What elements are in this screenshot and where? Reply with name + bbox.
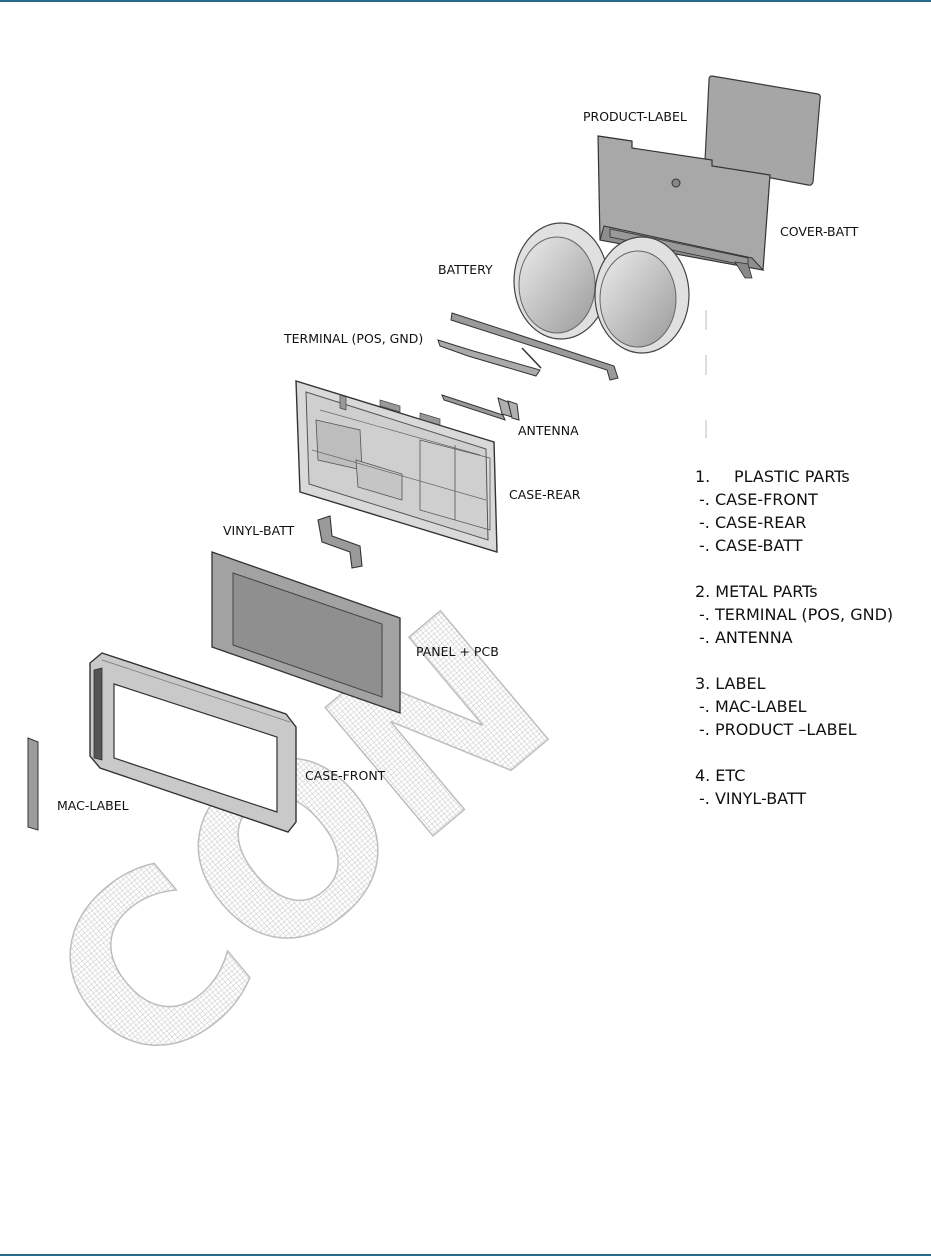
legend-number: 1. <box>695 465 734 488</box>
legend-heading: 1.PLASTIC PARTs <box>695 465 927 488</box>
battery-part <box>514 223 689 353</box>
legend-item: -. CASE-FRONT <box>695 488 927 511</box>
legend-title: ETC <box>715 766 745 785</box>
callout-case-rear: CASE-REAR <box>509 487 581 502</box>
legend-item: -. PRODUCT –LABEL <box>695 718 927 741</box>
mac-label-part <box>28 738 38 830</box>
legend-number: 2. <box>695 580 710 603</box>
legend-number: 4. <box>695 764 710 787</box>
legend-heading: 2. METAL PARTs <box>695 580 927 603</box>
legend-item: -. MAC-LABEL <box>695 695 927 718</box>
callout-vinyl-batt: VINYL-BATT <box>223 523 295 538</box>
legend-heading: 3. LABEL <box>695 672 927 695</box>
legend-item: -. CASE-BATT <box>695 534 927 557</box>
callout-cover-batt: COVER-BATT <box>780 224 859 239</box>
legend-group-plastic: 1.PLASTIC PARTs -. CASE-FRONT -. CASE-RE… <box>695 465 927 557</box>
legend-item: -. CASE-REAR <box>695 511 927 534</box>
legend-title: METAL PARTs <box>715 582 817 601</box>
legend-item: -. VINYL-BATT <box>695 787 927 810</box>
legend-group-etc: 4. ETC -. VINYL-BATT <box>695 764 927 810</box>
legend-item: -. TERMINAL (POS, GND) <box>695 603 927 626</box>
callout-case-front: CASE-FRONT <box>305 768 386 783</box>
legend-number: 3. <box>695 672 710 695</box>
callout-panel-pcb: PANEL + PCB <box>416 644 499 659</box>
antenna-part <box>442 395 519 420</box>
legend-title: LABEL <box>715 674 765 693</box>
parts-legend: 1.PLASTIC PARTs -. CASE-FRONT -. CASE-RE… <box>695 465 927 833</box>
legend-title: PLASTIC PARTs <box>734 467 850 486</box>
callout-mac-label: MAC-LABEL <box>57 798 129 813</box>
callout-product-label: PRODUCT-LABEL <box>583 109 687 124</box>
legend-item: -. ANTENNA <box>695 626 927 649</box>
callout-terminal: TERMINAL (POS, GND) <box>283 331 423 346</box>
footer-rule <box>0 1254 931 1256</box>
legend-group-metal: 2. METAL PARTs -. TERMINAL (POS, GND) -. … <box>695 580 927 649</box>
legend-group-label: 3. LABEL -. MAC-LABEL -. PRODUCT –LABEL <box>695 672 927 741</box>
callout-battery: BATTERY <box>438 262 493 277</box>
callout-antenna: ANTENNA <box>518 423 579 438</box>
legend-heading: 4. ETC <box>695 764 927 787</box>
vinyl-batt-part <box>318 516 362 568</box>
